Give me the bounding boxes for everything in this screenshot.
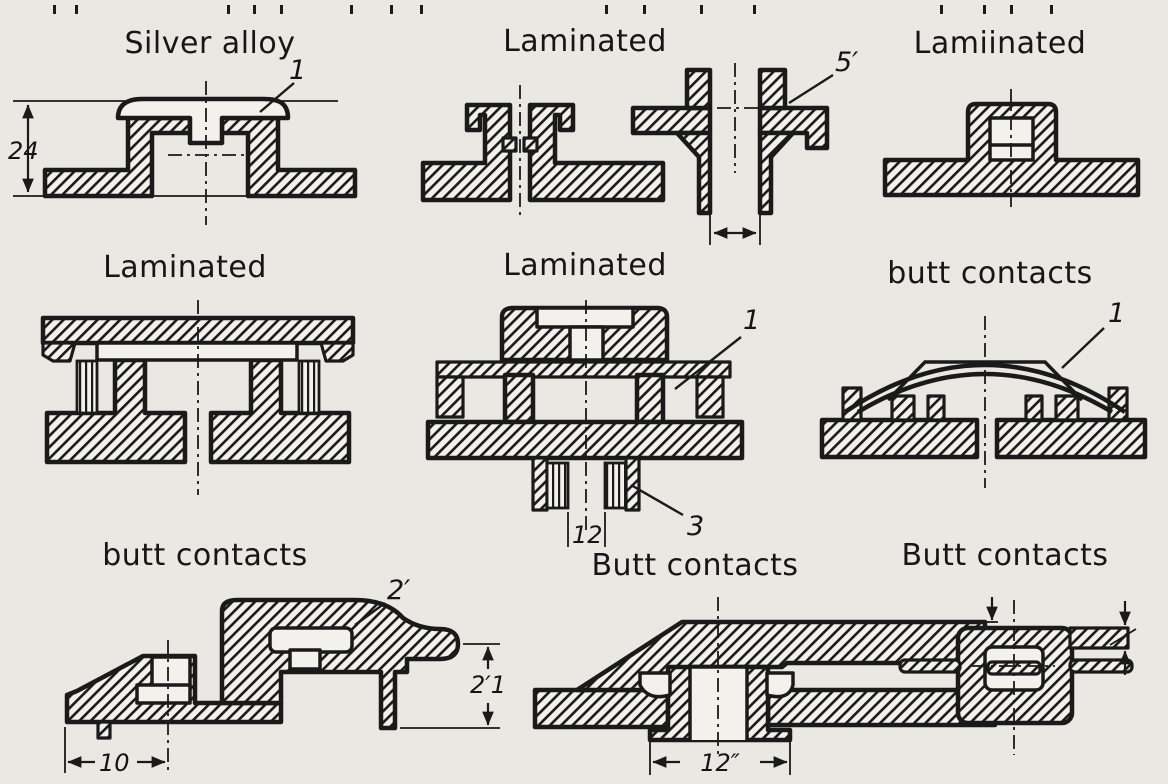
scan-artifact-tick [253,5,256,14]
bore [688,665,749,740]
scan-artifact-tick [643,5,646,14]
figure-laminated-stack [40,300,356,495]
dimension-bore [709,215,761,245]
title-laminated-pair: Laminated [503,24,667,59]
figure-butt-block [898,600,1137,755]
dim-height-label: 24 [8,137,39,165]
figure-butt-dome: 1 [819,298,1148,488]
callout-2: 2′ [387,575,410,606]
scan-artifact-tick [1050,5,1053,14]
callout-leader-1 [674,336,742,390]
scan-artifact-tick [53,5,56,14]
dimension-thickness [1109,601,1137,675]
scan-artifact-tick [940,5,943,14]
dimension-12: 12″ [649,742,791,777]
laminated-leaves-left [75,359,99,415]
hatched-section-bushing [630,67,830,216]
hook-slot [135,683,192,705]
hook-left [638,671,672,699]
title-silver-alloy: Silver alloy [124,26,296,61]
laminated-leaves-right [297,359,321,415]
dim-height-label: 2′1 [470,671,506,699]
figure-butt-step: 10 2′1 2′ [64,575,506,777]
scan-artifact-tick [420,5,423,14]
scan-artifact-tick [753,5,756,14]
callout-leader [354,602,386,626]
callout-1: 1 [743,305,760,336]
hatched-section [425,360,745,512]
title-laminated-stack: Laminated [103,250,267,285]
dim-width-label: 10 [99,749,130,777]
callout-1: 1 [289,55,306,86]
callout-3: 3 [687,511,704,542]
scan-artifact-tick [227,5,230,14]
dim-width-label: 12″ [700,749,740,777]
figure-laminated-pair: 5′ [420,47,858,245]
dimension-12: 12 [567,512,606,549]
scan-artifact-tick [605,5,608,14]
contact-cap [115,96,291,146]
callout-5: 5′ [835,47,858,78]
callout-leader [1061,327,1105,369]
dimension-height: 2′1 [400,643,506,729]
callout-leader [788,73,834,105]
figure-butt-wedge: 12″ [532,597,998,777]
title-butt-block: Butt contacts [901,538,1109,573]
figure-silver-alloy: 24 1 [8,55,358,225]
title-butt-dome: butt contacts [887,256,1093,291]
hatched-section [64,597,461,740]
scan-artifact-tick [700,5,703,14]
laminated-tube-right [603,461,628,510]
dimension-10: 10 [64,727,166,777]
contact-bar [95,341,299,362]
figure-laminated-hat [882,89,1141,207]
figure-laminated-center: 12 1 3 [425,300,760,549]
callout-1: 1 [1108,298,1125,329]
scan-artifact-tick [350,5,353,14]
title-laminated-hat: Lamiinated [913,26,1087,61]
scan-artifact-tick [1010,5,1013,14]
scan-artifact-tick [75,5,78,14]
title-laminated-center: Laminated [503,248,667,283]
laminated-tube-left [545,461,570,510]
callout-leader [259,82,295,113]
hook-right [765,671,795,699]
scan-artifact-tick [390,5,393,14]
left-window [150,655,192,689]
cap-slot [535,306,635,329]
dim-width-label: 12 [572,521,603,549]
hatched-section [420,102,666,203]
title-butt-step: butt contacts [102,538,308,573]
scan-artifact-tick [280,5,283,14]
title-butt-wedge: Butt contacts [591,548,799,583]
right-notch [288,648,322,671]
callout-leader-3 [630,483,684,517]
scan-artifact-tick [983,5,986,14]
